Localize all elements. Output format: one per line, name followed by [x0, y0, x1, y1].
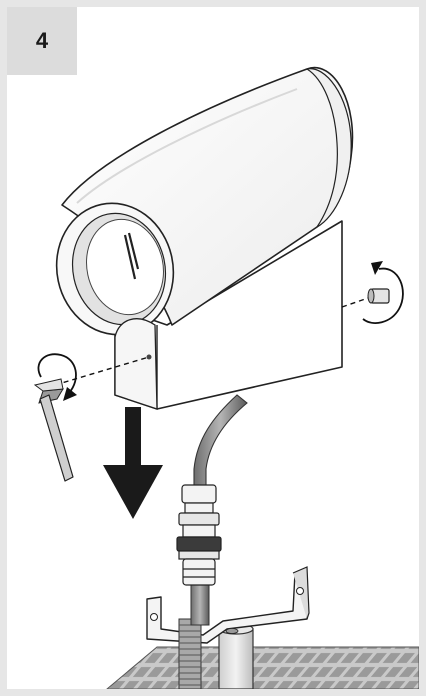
camera-housing-icon — [55, 66, 354, 410]
down-arrow-icon — [103, 407, 163, 519]
mounting-pole-icon — [218, 623, 254, 689]
rotate-arrow-icon — [37, 353, 77, 401]
assembly-illustration — [33, 66, 419, 689]
step-number: 4 — [35, 28, 49, 53]
instruction-panel: 4 — [7, 7, 419, 689]
insertion-guide-lines — [54, 296, 372, 386]
cable-gland-icon — [176, 484, 222, 586]
rotate-arrow-icon — [362, 261, 404, 324]
set-screw-icon — [367, 288, 390, 304]
conduit-icon — [178, 618, 202, 689]
allen-key-icon — [33, 378, 74, 482]
step-number-tab: 4 — [7, 7, 77, 75]
brand-mark-icon — [123, 232, 140, 280]
mounting-grating — [106, 646, 419, 689]
mounting-bracket-icon — [146, 566, 310, 644]
